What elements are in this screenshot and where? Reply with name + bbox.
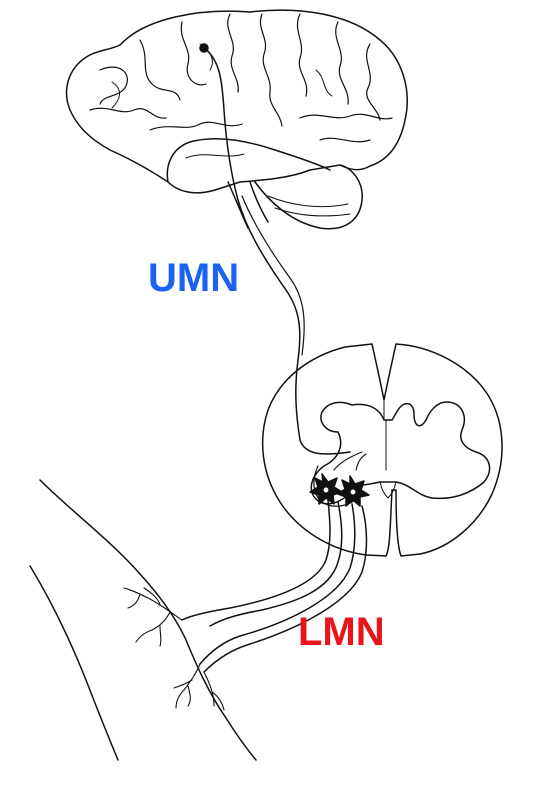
spinal-cord-outline xyxy=(263,344,502,556)
temporal-lobe xyxy=(167,139,330,182)
spinal-cord-section xyxy=(263,344,502,556)
upper-motor-neuron-label: UMN xyxy=(148,258,239,298)
lower-motor-neuron-label: LMN xyxy=(298,612,385,652)
muscle-outline-lower xyxy=(30,566,118,760)
grey-matter xyxy=(311,402,489,504)
